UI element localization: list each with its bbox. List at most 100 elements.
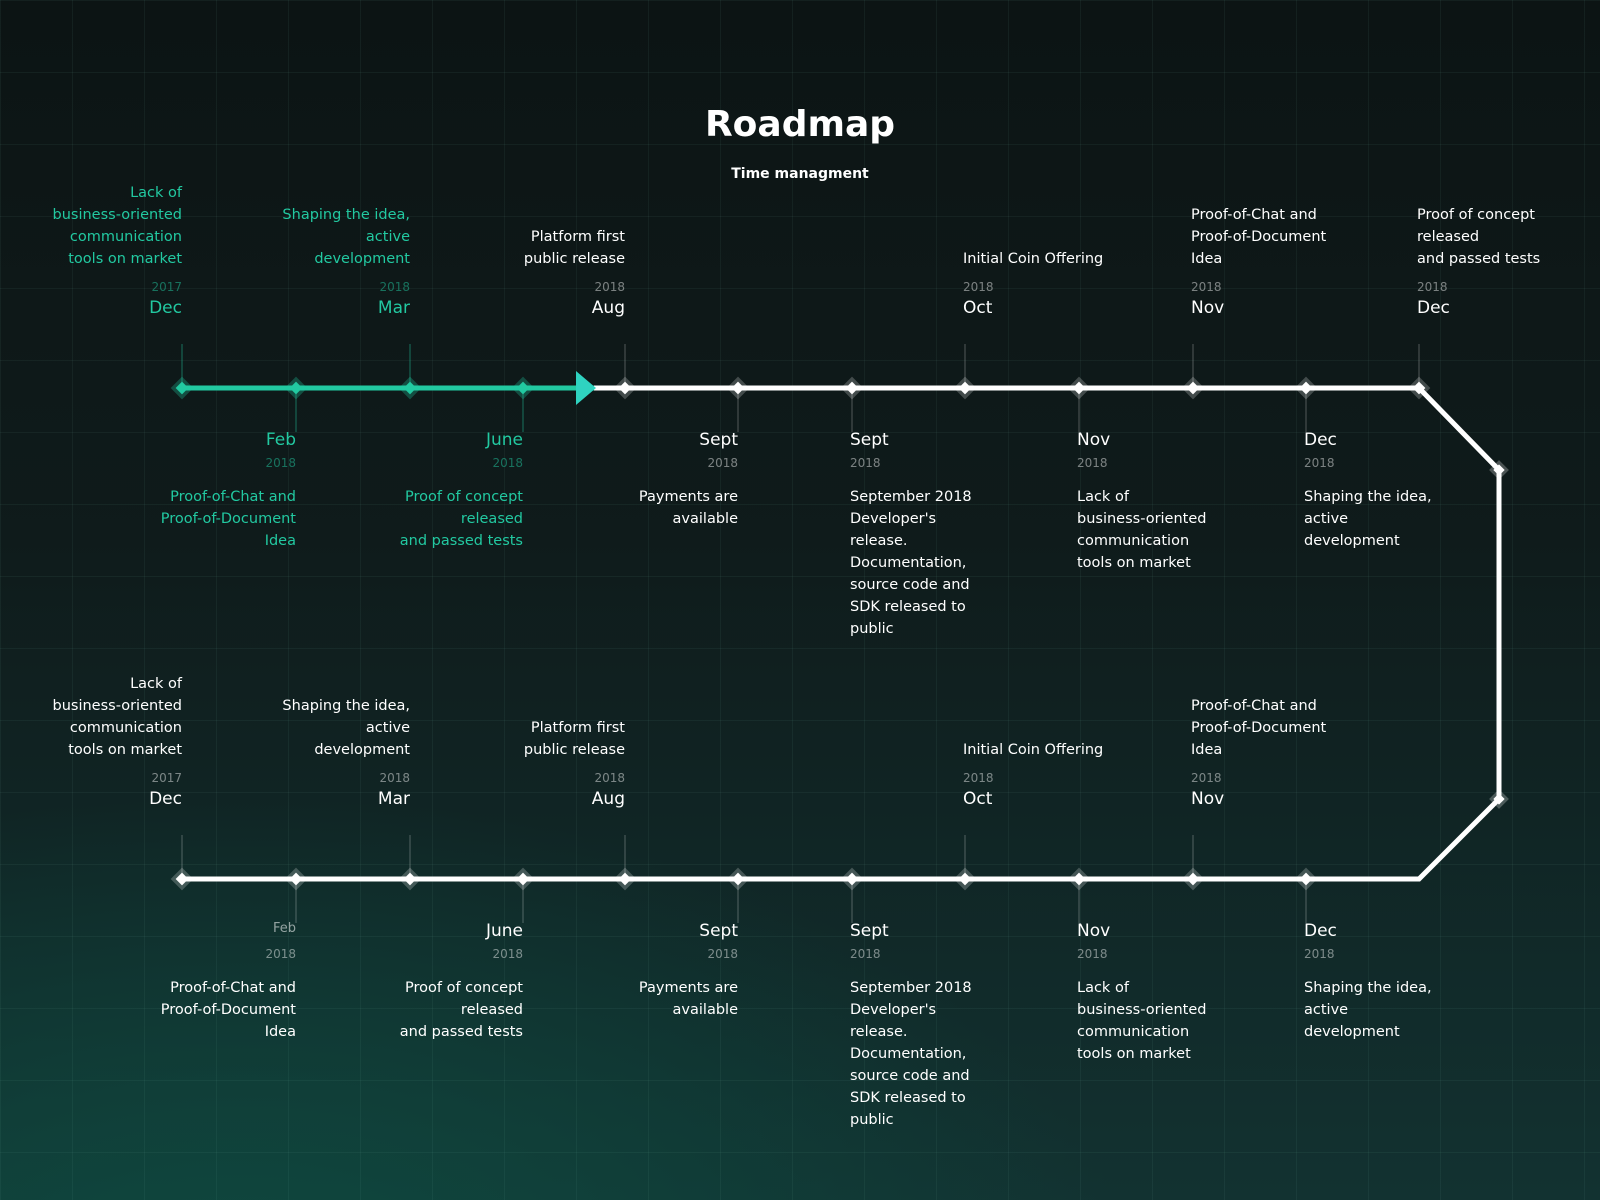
milestone-description: Initial Coin Offering bbox=[963, 251, 1104, 267]
milestone-year: 2018 bbox=[850, 456, 881, 470]
milestone-year: 2018 bbox=[265, 947, 296, 961]
milestone-month: Nov bbox=[1191, 789, 1225, 809]
milestone-year: 2018 bbox=[1077, 456, 1108, 470]
milestone-month: Dec bbox=[1304, 430, 1337, 450]
milestone-node bbox=[175, 381, 189, 395]
milestone-month: June bbox=[485, 921, 523, 941]
milestone-description: Payments are available bbox=[638, 980, 738, 1018]
page-subtitle: Time managment bbox=[731, 166, 869, 182]
milestone-description: Payments are available bbox=[638, 489, 738, 527]
milestone-label: Lack of business-oriented communication … bbox=[12, 178, 182, 318]
milestone-month: Nov bbox=[1077, 430, 1111, 450]
milestone-year: 2018 bbox=[1191, 280, 1222, 294]
milestone-label: Shaping the idea, active development 2018… bbox=[240, 178, 410, 318]
milestone-description: Lack of business-oriented communication … bbox=[52, 676, 182, 758]
milestone-label: Proof of concept released and passed tes… bbox=[1417, 178, 1587, 318]
milestone-description: Proof-of-Chat and Proof-of-Document Idea bbox=[1191, 698, 1327, 758]
milestone-label: Lack of business-oriented communication … bbox=[12, 669, 182, 809]
milestone-description: Proof-of-Chat and Proof-of-Document Idea bbox=[1191, 207, 1327, 267]
milestone-month: Oct bbox=[963, 789, 993, 809]
milestone-month: Sept bbox=[699, 921, 738, 941]
milestone-month: Nov bbox=[1077, 921, 1111, 941]
milestone-description: Proof of concept released and passed tes… bbox=[399, 980, 523, 1040]
milestone-label: Shaping the idea, active development 2018… bbox=[240, 669, 410, 809]
milestone-month: Mar bbox=[377, 298, 410, 318]
milestone-description: Initial Coin Offering bbox=[963, 742, 1104, 758]
milestone-month: Sept bbox=[850, 430, 889, 450]
milestone-month: Feb bbox=[272, 921, 296, 936]
milestone-month: Aug bbox=[591, 789, 625, 809]
milestone-description: Proof of concept released and passed tes… bbox=[1417, 207, 1541, 267]
milestone-year: 2018 bbox=[492, 456, 523, 470]
milestone-year: 2018 bbox=[594, 280, 625, 294]
milestone-description: Proof-of-Chat and Proof-of-Document Idea bbox=[160, 489, 296, 549]
milestone-year: 2018 bbox=[492, 947, 523, 961]
milestone-description: Lack of business-oriented communication … bbox=[1077, 980, 1207, 1062]
bend-node bbox=[1493, 464, 1505, 476]
milestone-month: Dec bbox=[149, 298, 182, 318]
milestone-year: 2018 bbox=[594, 771, 625, 785]
milestone-label: Proof-of-Chat and Proof-of-Document Idea… bbox=[1191, 669, 1361, 809]
milestone-label: Proof-of-Chat and Proof-of-Document Idea… bbox=[1191, 178, 1361, 318]
milestone-year: 2018 bbox=[379, 280, 410, 294]
milestone-month: Aug bbox=[591, 298, 625, 318]
milestone-node bbox=[403, 381, 417, 395]
milestone-year: 2018 bbox=[1304, 456, 1335, 470]
page-title: Roadmap bbox=[704, 104, 896, 145]
milestone-month: Dec bbox=[1304, 921, 1337, 941]
milestone-description: Lack of business-oriented communication … bbox=[1077, 489, 1207, 571]
milestone-description: Platform first public release bbox=[523, 229, 625, 267]
milestone-description: Shaping the idea, active development bbox=[1304, 489, 1432, 549]
milestone-node bbox=[289, 381, 303, 395]
milestone-description: Shaping the idea, active development bbox=[282, 698, 410, 758]
milestone-description: Lack of business-oriented communication … bbox=[52, 185, 182, 267]
milestone-year: 2018 bbox=[1417, 280, 1448, 294]
milestone-month: Nov bbox=[1191, 298, 1225, 318]
milestone-month: June bbox=[485, 430, 523, 450]
milestone-description: Proof-of-Chat and Proof-of-Document Idea bbox=[160, 980, 296, 1040]
milestone-description: September 2018 Developer's release. Docu… bbox=[850, 980, 972, 1128]
milestone-year: 2018 bbox=[850, 947, 881, 961]
milestone-year: 2018 bbox=[1077, 947, 1108, 961]
milestone-year: 2018 bbox=[1304, 947, 1335, 961]
milestone-description: Shaping the idea, active development bbox=[282, 207, 410, 267]
milestone-year: 2018 bbox=[265, 456, 296, 470]
milestone-year: 2018 bbox=[379, 771, 410, 785]
milestone-month: Sept bbox=[850, 921, 889, 941]
milestone-description: September 2018 Developer's release. Docu… bbox=[850, 489, 972, 637]
milestone-year: 2018 bbox=[1191, 771, 1222, 785]
milestone-month: Sept bbox=[699, 430, 738, 450]
milestone-year: 2018 bbox=[963, 771, 994, 785]
milestone-month: Dec bbox=[149, 789, 182, 809]
milestone-month: Feb bbox=[265, 430, 296, 450]
milestone-year: 2017 bbox=[151, 280, 182, 294]
milestone-month: Dec bbox=[1417, 298, 1450, 318]
roadmap-line bbox=[182, 385, 1502, 882]
milestone-month: Mar bbox=[377, 789, 410, 809]
milestone-year: 2017 bbox=[151, 771, 182, 785]
milestone-month: Oct bbox=[963, 298, 993, 318]
milestone-description: Platform first public release bbox=[523, 720, 625, 758]
bend-node bbox=[1493, 793, 1505, 805]
milestone-description: Shaping the idea, active development bbox=[1304, 980, 1432, 1040]
milestone-year: 2018 bbox=[707, 947, 738, 961]
progress-arrow bbox=[576, 371, 596, 405]
milestone-year: 2018 bbox=[963, 280, 994, 294]
milestone-year: 2018 bbox=[707, 456, 738, 470]
